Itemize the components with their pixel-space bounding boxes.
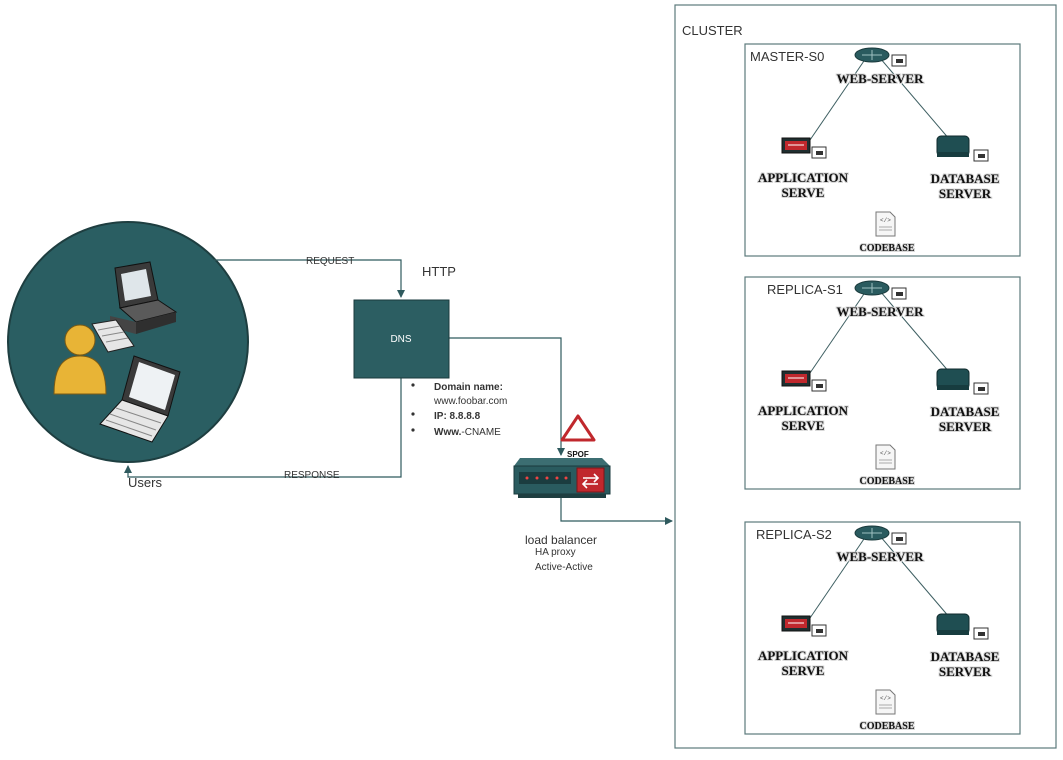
web-to-app-link: [809, 290, 867, 374]
application-server-label-line-1: APPLICATION: [758, 170, 849, 185]
spof-label: SPOF: [567, 450, 589, 459]
web-server-icon: [854, 280, 907, 300]
lb-to-cluster-arrow: [560, 497, 673, 525]
database-server-icon: [936, 368, 989, 395]
web-server-label: WEB-SERVER: [837, 549, 925, 564]
application-server-icon: [781, 137, 827, 159]
codebase-label: CODEBASE: [859, 476, 914, 487]
server-panel-title: REPLICA-S1: [767, 282, 843, 297]
database-server-label-line-1: DATABASE: [931, 171, 1000, 186]
database-server-label-line-1: DATABASE: [931, 649, 1000, 664]
dns-info-domain-value: www.foobar.com: [433, 396, 507, 407]
load-balancer-icon: [513, 458, 611, 498]
web-to-app-link: [809, 535, 867, 619]
database-server-icon: [936, 135, 989, 162]
database-server-label-line-2: SERVER: [939, 664, 992, 679]
application-server-label-line-1: APPLICATION: [758, 403, 849, 418]
codebase-label: CODEBASE: [859, 243, 914, 254]
spof-warning-icon: [560, 414, 596, 442]
lb-detail-ha-proxy: HA proxy: [535, 547, 576, 558]
application-server-icon: [781, 615, 827, 637]
laptop-icon: [99, 355, 181, 443]
web-server-label: WEB-SERVER: [837, 304, 925, 319]
web-to-app-link: [809, 57, 867, 141]
database-server-label-line-2: SERVER: [939, 419, 992, 434]
codebase-document-icon: </>: [875, 211, 896, 237]
database-server-label-line-2: SERVER: [939, 186, 992, 201]
cluster-label: CLUSTER: [682, 23, 743, 38]
codebase-document-icon: </>: [875, 444, 896, 470]
web-server-label: WEB-SERVER: [837, 71, 925, 86]
application-server-label-line-2: SERVE: [782, 418, 825, 433]
database-server-label-line-1: DATABASE: [931, 404, 1000, 419]
dns-info-list: Domain name: www.foobar.com IP: 8.8.8.8 …: [411, 382, 507, 438]
svg-text:</>: </>: [880, 450, 891, 457]
dns-info-ip: IP: 8.8.8.8: [434, 411, 481, 422]
dns-box: [353, 299, 450, 379]
http-label: HTTP: [422, 264, 456, 279]
request-label: REQUEST: [306, 256, 354, 267]
request-arrow: [214, 259, 405, 298]
web-to-db-link: [879, 535, 951, 619]
dns-info-www: Www.: [434, 427, 462, 438]
server-panel-box: [744, 43, 1021, 257]
svg-text:</>: </>: [880, 695, 891, 702]
web-to-db-link: [879, 290, 951, 374]
application-server-label-line-1: APPLICATION: [758, 648, 849, 663]
dns-to-lb-arrow: [449, 337, 565, 456]
cluster-box: [674, 4, 1057, 749]
users-node: [7, 221, 249, 463]
users-label: Users: [128, 475, 162, 490]
server-panel-title: REPLICA-S2: [756, 527, 832, 542]
codebase-document-icon: </>: [875, 689, 896, 715]
response-arrow: [124, 378, 402, 478]
response-label: RESPONSE: [284, 470, 340, 481]
application-server-label-line-2: SERVE: [782, 185, 825, 200]
svg-text:</>: </>: [880, 217, 891, 224]
server-panel-title: MASTER-S0: [750, 49, 824, 64]
svg-text:Www.-CNAME: Www.-CNAME: [434, 427, 501, 438]
application-server-icon: [781, 370, 827, 392]
application-server-label-line-2: SERVE: [782, 663, 825, 678]
dns-info-domain-label: Domain name:: [434, 382, 503, 393]
dns-label: DNS: [390, 334, 411, 345]
codebase-label: CODEBASE: [859, 721, 914, 732]
dns-info-cname: -CNAME: [461, 427, 501, 438]
load-balancer-label: load balancer: [525, 533, 597, 547]
database-server-icon: [936, 613, 989, 640]
desktop-computer-icon: [91, 261, 178, 353]
server-panel-box: [744, 276, 1021, 490]
user-person-icon: [53, 324, 107, 395]
server-groups: MASTER-S0WEB-SERVERAPPLICATIONSERVEDATAB…: [744, 43, 1021, 735]
server-panel-box: [744, 521, 1021, 735]
web-server-icon: [854, 525, 907, 545]
lb-detail-active-active: Active-Active: [535, 562, 593, 573]
web-server-icon: [854, 47, 907, 67]
web-to-db-link: [879, 57, 951, 141]
svg-text:Domain name:: Domain name:: [434, 382, 503, 393]
